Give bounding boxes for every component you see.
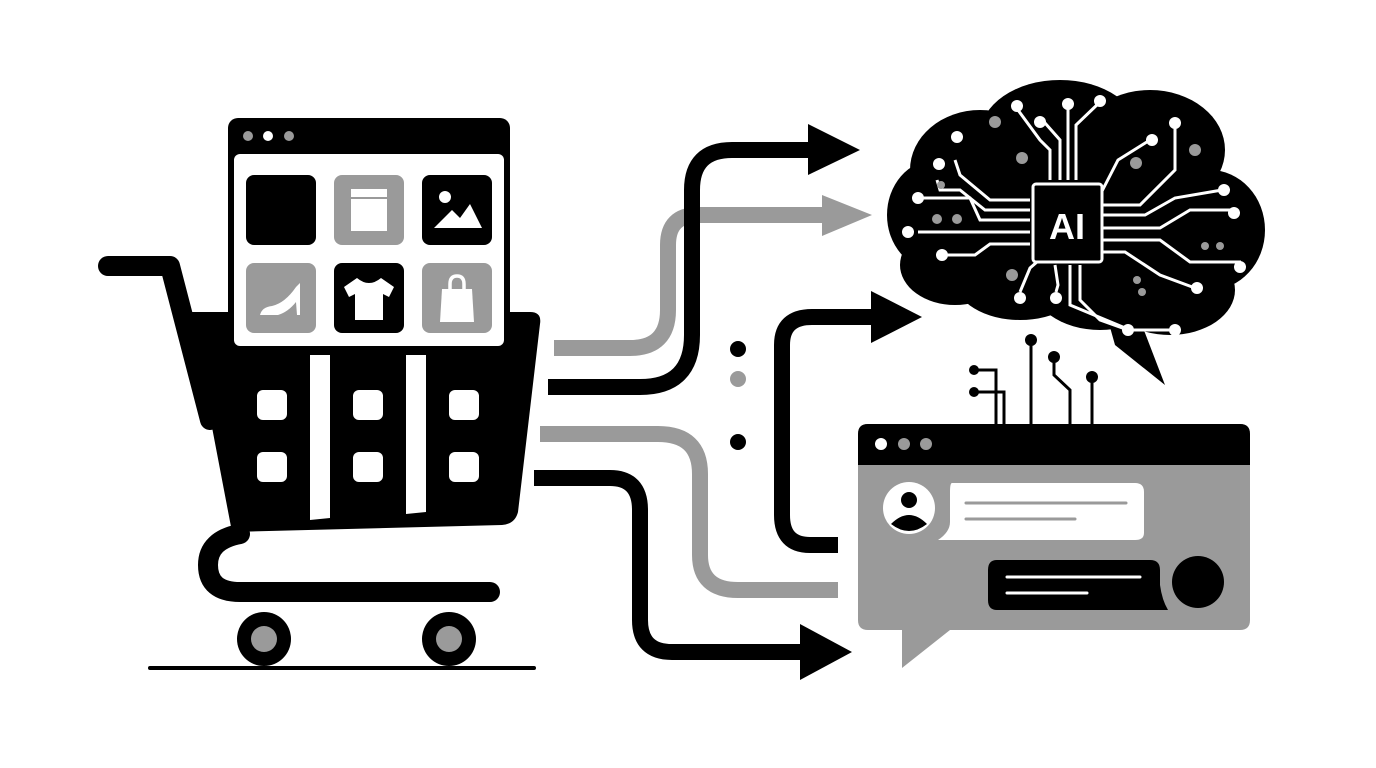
chat-window-controls (875, 438, 932, 450)
product-tile-image[interactable] (422, 175, 492, 245)
ai-chip-label: AI (1049, 206, 1085, 247)
ai-chip: AI (1031, 182, 1104, 264)
cart-wheel-left (237, 612, 291, 666)
ai-brain-icon: AI (887, 80, 1265, 385)
image-icon (434, 191, 482, 228)
box-icon (351, 189, 387, 231)
shopping-bag-icon (440, 274, 474, 322)
arrow-cart-to-chat-gray (540, 426, 838, 598)
basket-grid (257, 390, 479, 482)
product-tile-bag[interactable] (422, 263, 492, 333)
window-controls (243, 131, 294, 141)
user-message-bubble (938, 483, 1144, 540)
product-browser-window (228, 118, 510, 352)
product-tile-shirt[interactable] (334, 263, 404, 333)
product-tile-blank[interactable] (246, 175, 316, 245)
tshirt-icon (344, 278, 394, 320)
chat-window (858, 424, 1250, 668)
shopping-cart-icon (98, 256, 541, 670)
high-heel-icon (260, 283, 300, 315)
product-tile-box[interactable] (334, 175, 404, 245)
arrow-cart-to-ai-black (548, 142, 812, 395)
product-tile-shoe[interactable] (246, 263, 316, 333)
arrow-chat-to-ai-black (774, 309, 875, 553)
separator-dots (730, 341, 746, 450)
bot-message-bubble (988, 560, 1168, 610)
cart-wheel-right (422, 612, 476, 666)
circuit-antennas (974, 340, 1094, 425)
arrow-cart-to-chat-black (534, 470, 806, 660)
user-avatar-icon (883, 482, 935, 534)
flow-arrows (534, 124, 922, 680)
bot-avatar-icon (1172, 556, 1224, 608)
